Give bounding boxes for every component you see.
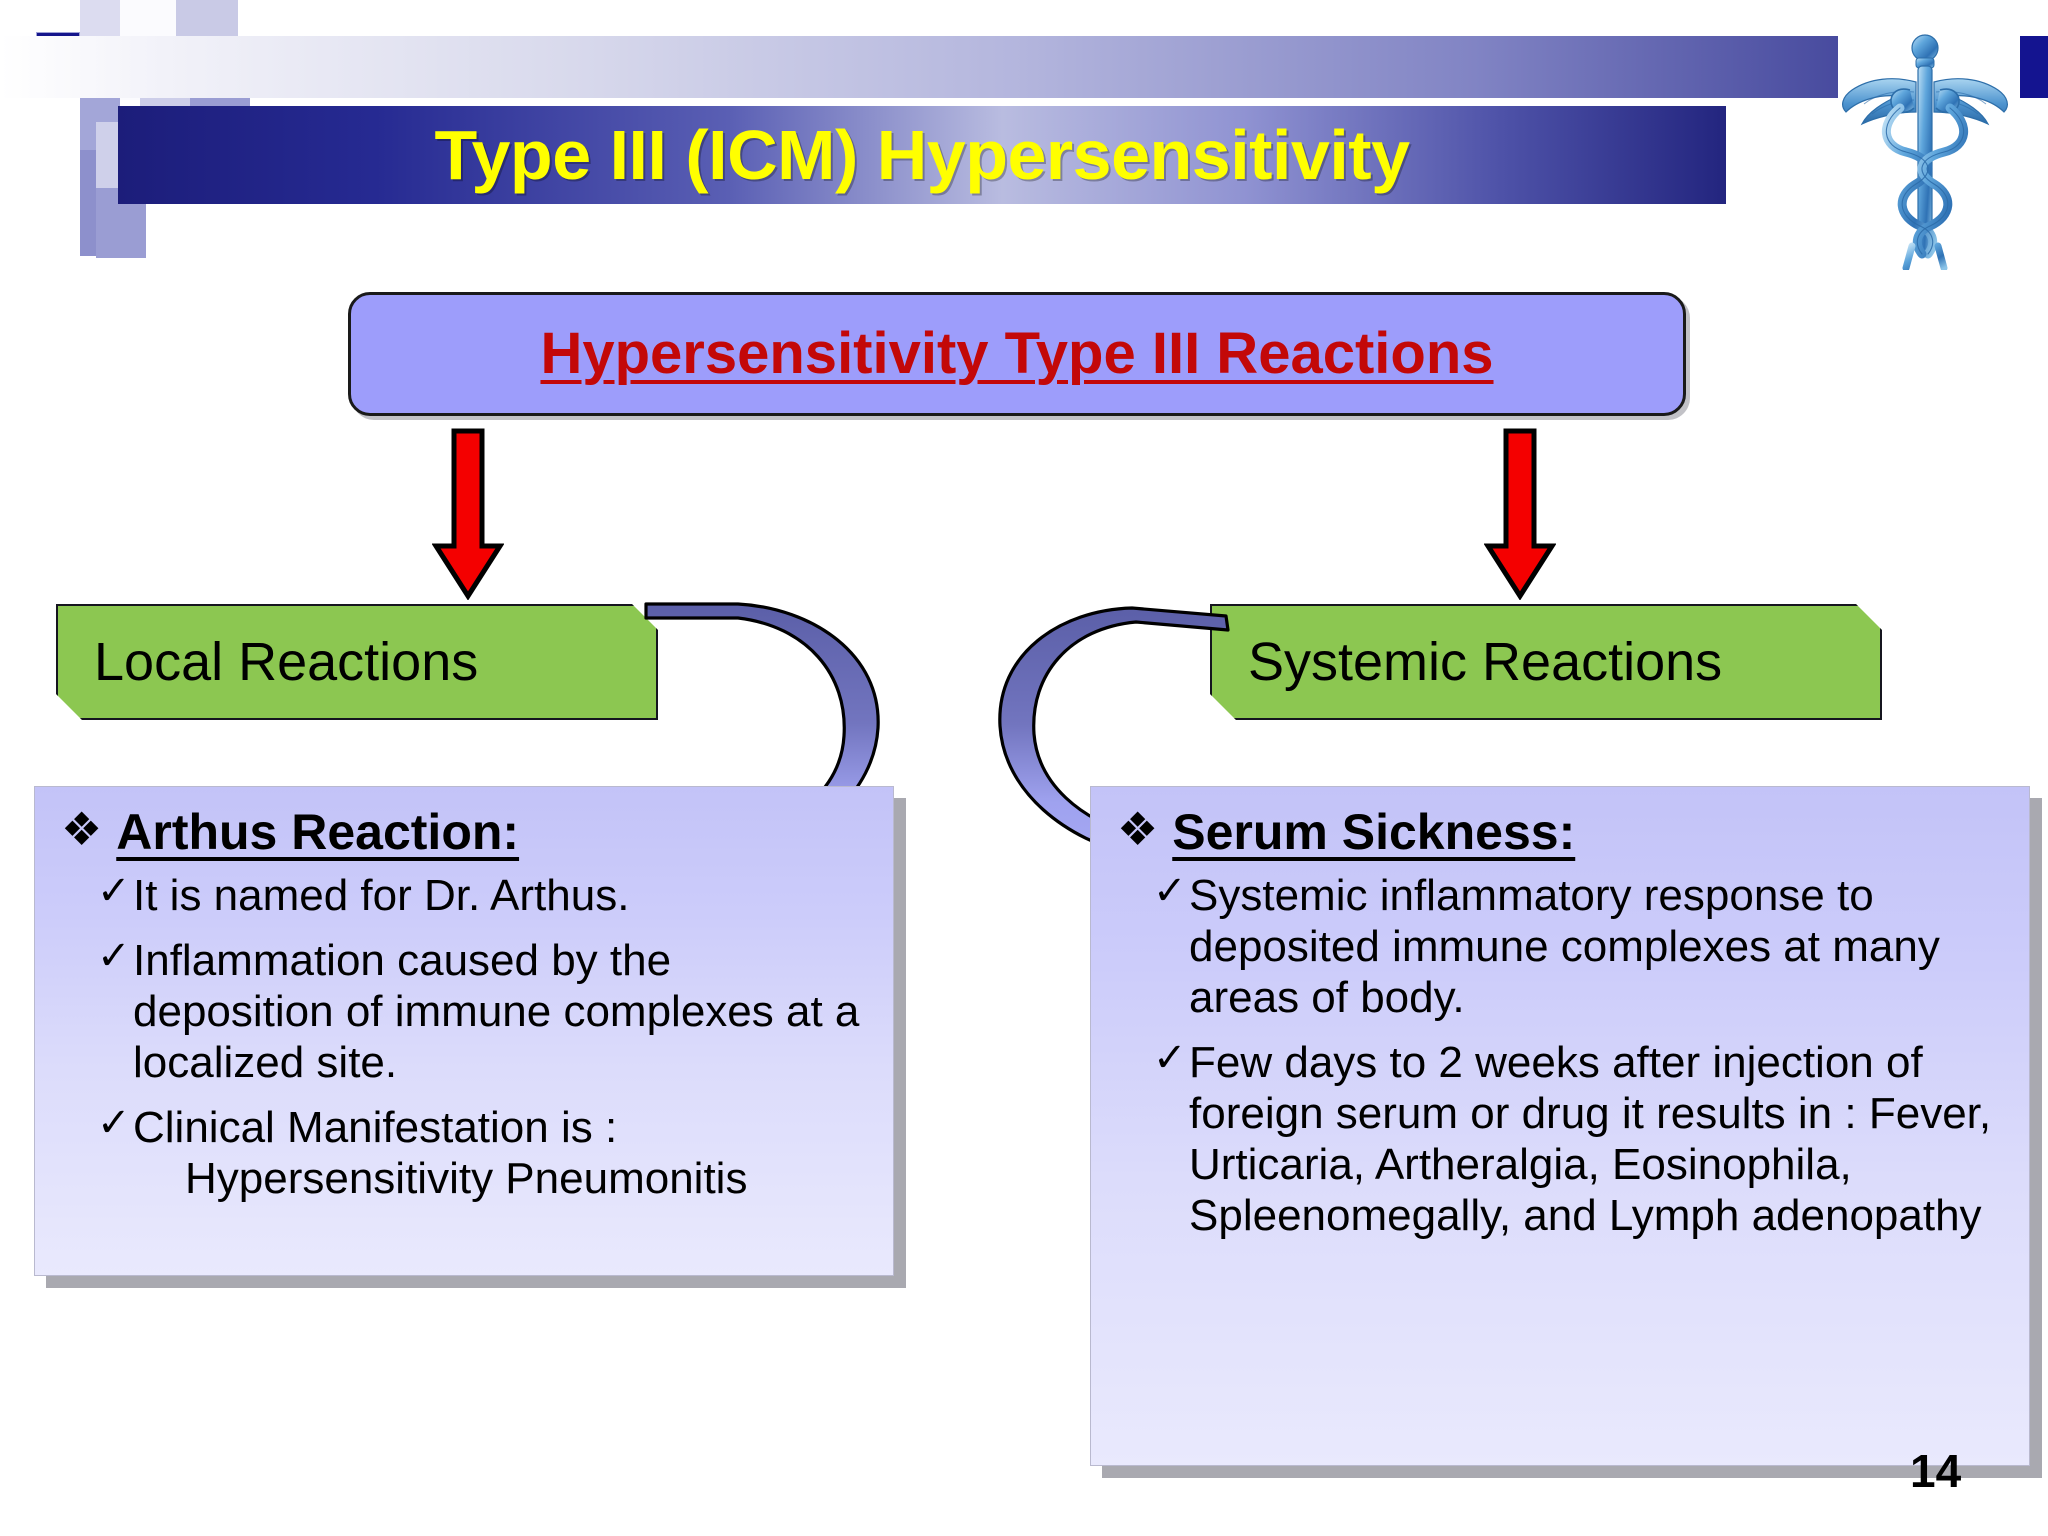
list-item: ✓ Inflammation caused by the deposition … <box>97 934 867 1088</box>
list-item-detail: Fever, Urticaria, Artheralgia, Eosinophi… <box>1189 1089 1992 1241</box>
panel-header: ❖ Arthus Reaction: <box>61 805 867 860</box>
panel-title: Serum Sickness: <box>1172 804 1576 860</box>
red-down-arrow-icon <box>431 428 505 601</box>
checkmark-icon: ✓ <box>1153 1036 1187 1081</box>
checkmark-icon: ✓ <box>97 1101 131 1146</box>
list-item: ✓ Systemic inflammatory response to depo… <box>1153 869 2003 1023</box>
header-gradient-bar <box>0 36 2048 98</box>
list-item: ✓ Few days to 2 weeks after injection of… <box>1153 1036 2003 1241</box>
caduceus-icon <box>1840 20 2010 270</box>
bullet-list: ✓ It is named for Dr. Arthus. ✓ Inflamma… <box>61 869 867 1204</box>
diamond-bullet-icon: ❖ <box>61 803 103 855</box>
list-item: ✓ Clinical Manifestation is : Hypersensi… <box>97 1101 867 1204</box>
subtitle-text: Hypersensitivity Type III Reactions <box>540 321 1494 386</box>
page-title: Type III (ICM) Hypersensitivity <box>434 116 1410 194</box>
list-item-subtext: Hypersensitivity Pneumonitis <box>185 1154 748 1204</box>
panel-header: ❖ Serum Sickness: <box>1117 805 2003 860</box>
red-down-arrow-icon <box>1483 428 1557 601</box>
branch-label: Systemic Reactions <box>1248 632 1723 692</box>
branch-label: Local Reactions <box>94 632 479 692</box>
subtitle-box: Hypersensitivity Type III Reactions <box>348 292 1686 416</box>
slide-title-banner: Type III (ICM) Hypersensitivity <box>118 106 1726 204</box>
branch-box-systemic-reactions[interactable]: Systemic Reactions <box>1210 604 1882 720</box>
panel-title: Arthus Reaction: <box>116 804 520 860</box>
list-item-text: It is named for Dr. Arthus. <box>133 871 630 920</box>
list-item-text: Few days to 2 weeks after injection of f… <box>1189 1038 1923 1139</box>
checkmark-icon: ✓ <box>97 934 131 979</box>
diamond-bullet-icon: ❖ <box>1117 803 1159 855</box>
checkmark-icon: ✓ <box>97 869 131 913</box>
checkmark-icon: ✓ <box>1153 869 1187 913</box>
content-panel-arthus-reaction: ❖ Arthus Reaction: ✓ It is named for Dr.… <box>34 786 894 1276</box>
list-item: ✓ It is named for Dr. Arthus. <box>97 869 867 921</box>
list-item-text: Inflammation caused by the deposition of… <box>133 936 860 1088</box>
bullet-list: ✓ Systemic inflammatory response to depo… <box>1117 869 2003 1241</box>
slide-number: 14 <box>1910 1445 1962 1497</box>
list-item-text: Systemic inflammatory response to deposi… <box>1189 871 1940 1023</box>
branch-box-local-reactions[interactable]: Local Reactions <box>56 604 658 720</box>
list-item-text: Clinical Manifestation is : <box>133 1103 618 1153</box>
header-bar-tail <box>2020 36 2048 98</box>
content-panel-serum-sickness: ❖ Serum Sickness: ✓ Systemic inflammator… <box>1090 786 2030 1466</box>
